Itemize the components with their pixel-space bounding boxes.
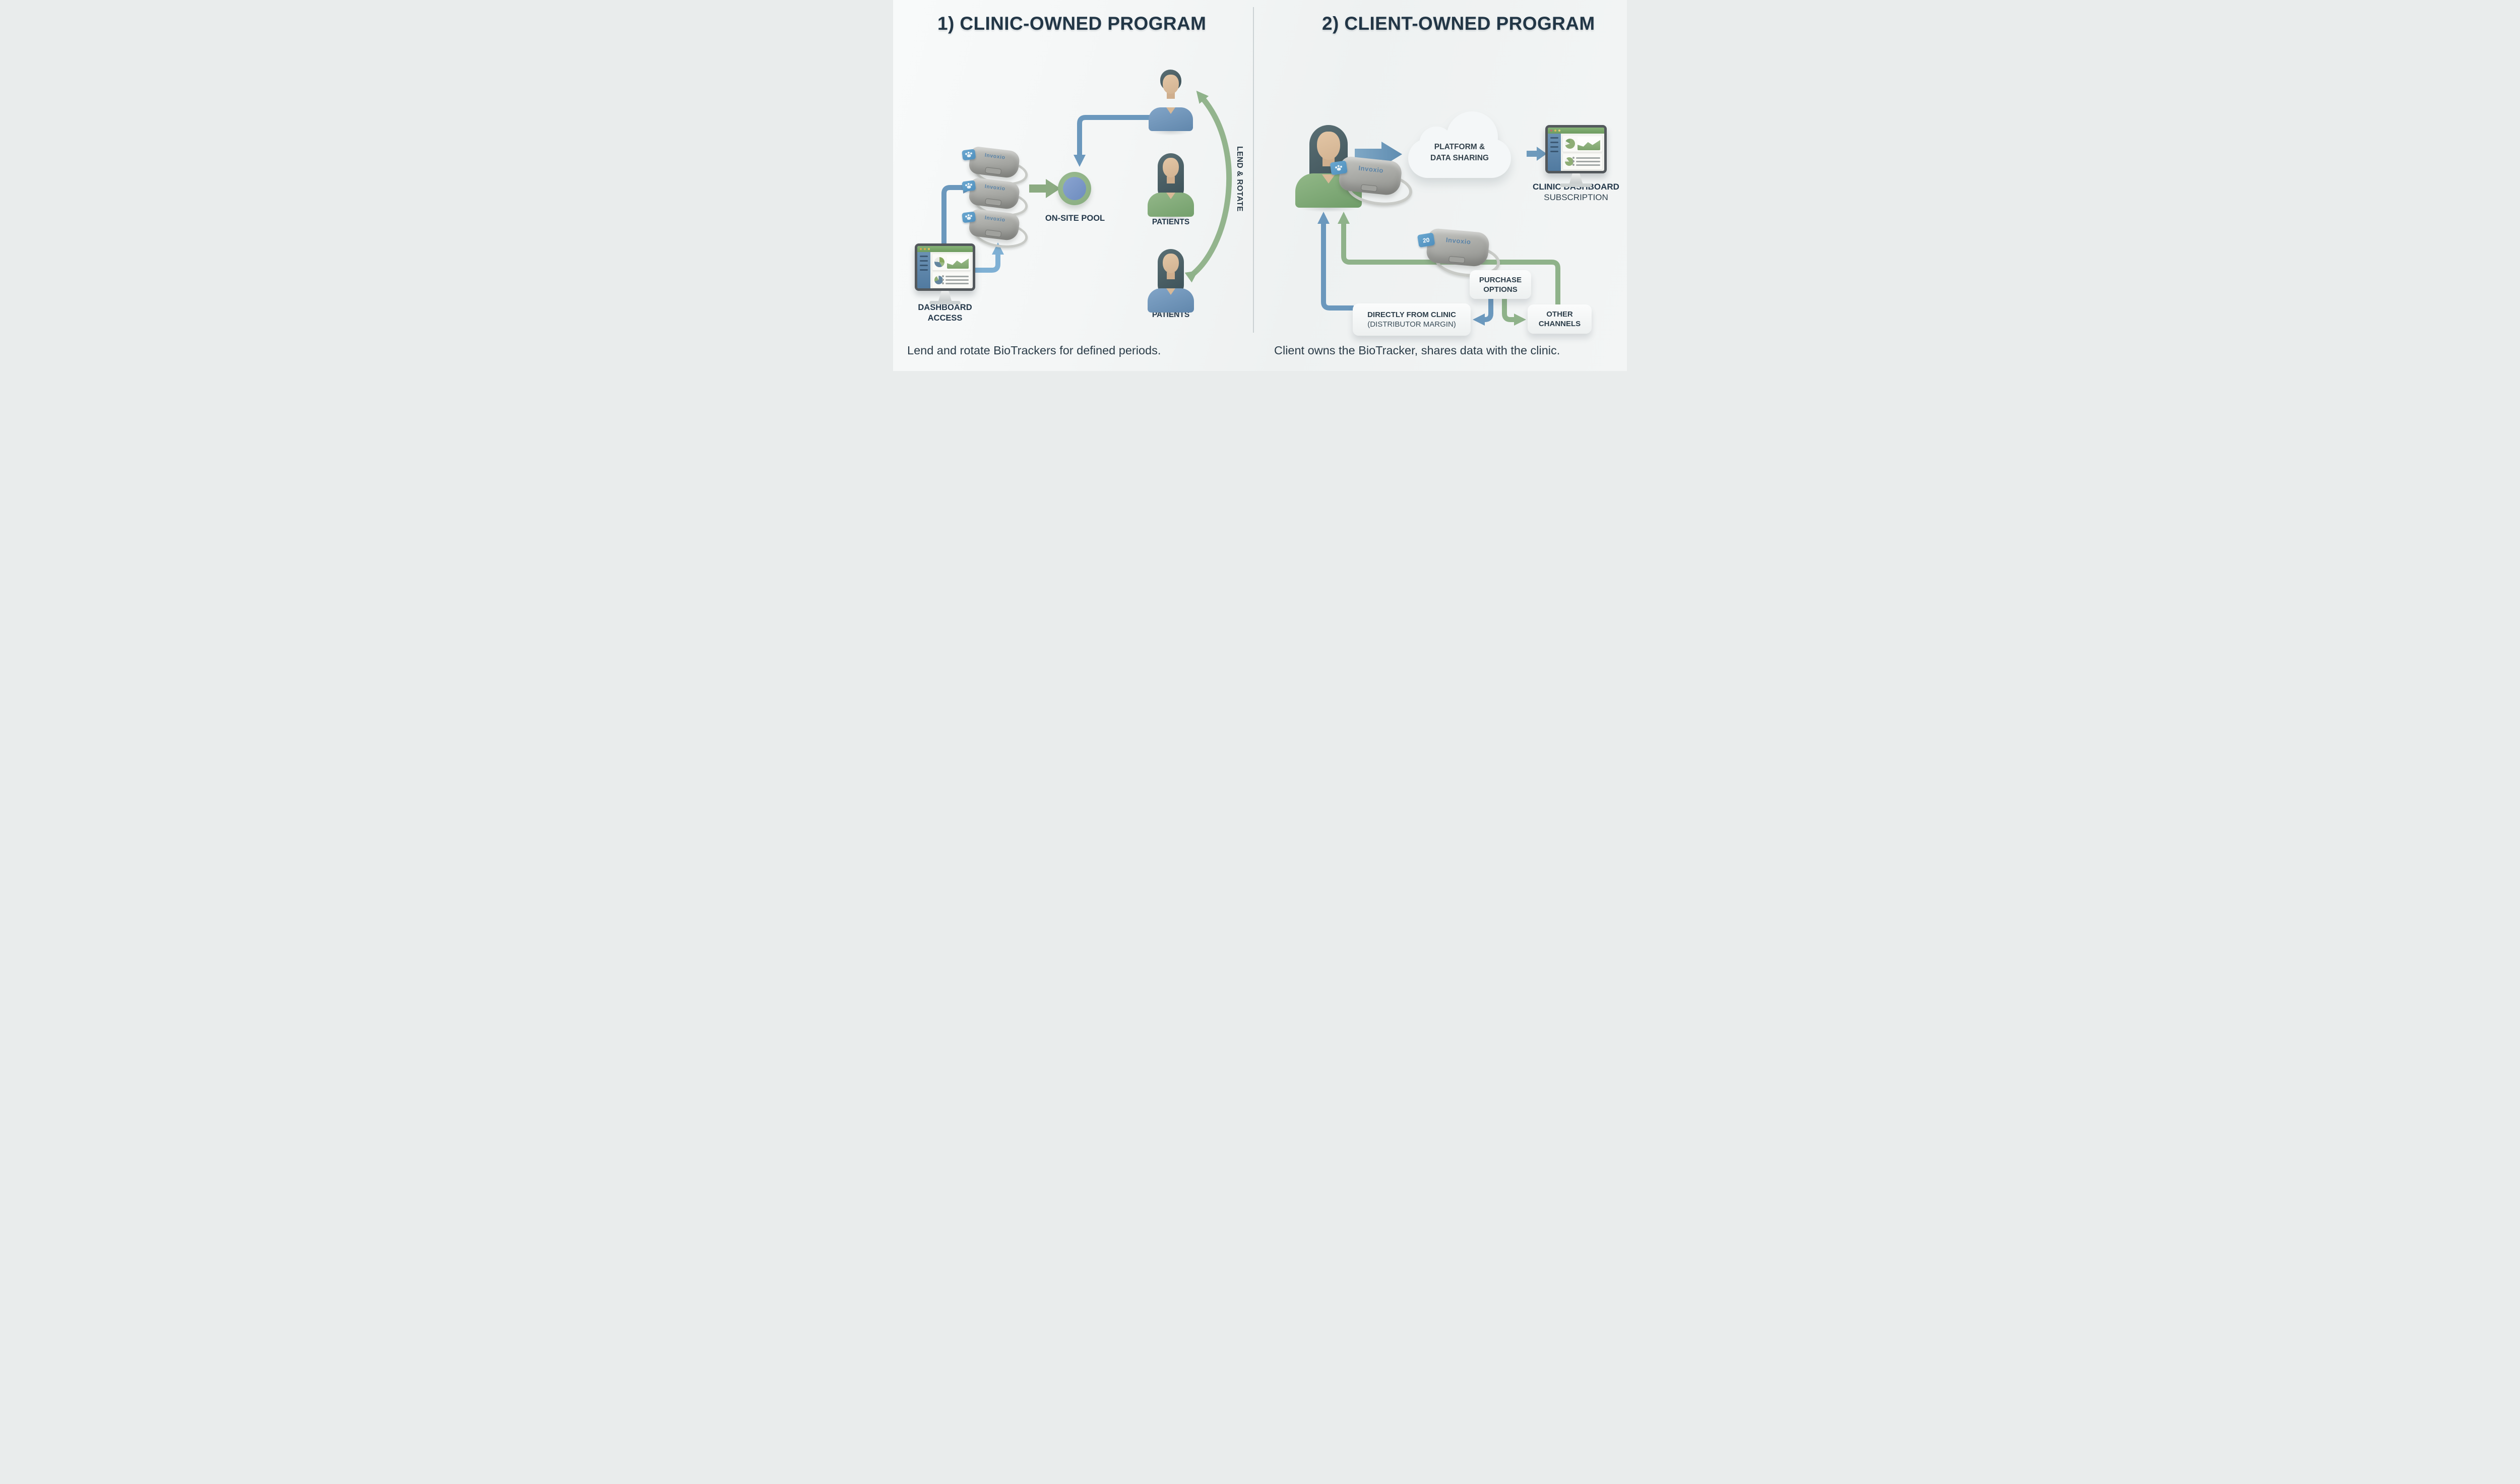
right-panel-title: 2) CLIENT-OWNED PROGRAM <box>1322 13 1595 34</box>
dashboard-content <box>1561 134 1604 171</box>
monitor-bezel <box>915 243 975 291</box>
list-lines-icon <box>1572 155 1600 168</box>
dashboard-screen <box>1548 128 1604 171</box>
patients-label: PATIENTS <box>1152 218 1190 226</box>
arrow-patient-to-pool <box>1074 115 1153 167</box>
device-clip <box>985 229 1002 237</box>
device-brand-label: Invoxio <box>984 214 1006 223</box>
patient-figure <box>1148 153 1194 221</box>
arrow-cloud-to-dashboard <box>1527 147 1547 161</box>
pie-chart-icon <box>1565 139 1575 149</box>
device-clip <box>985 167 1002 175</box>
device-id-tag <box>962 211 976 223</box>
pie-chart-icon <box>1565 157 1573 166</box>
on-site-pool-icon <box>1058 172 1091 205</box>
monitor-base <box>929 301 961 304</box>
device-clip <box>1448 256 1465 264</box>
lend-rotate-label: LEND & ROTATE <box>1235 146 1244 212</box>
biotracker-device: Invoxio <box>1330 155 1414 209</box>
arrow-dashboard-to-devices <box>941 181 975 245</box>
browser-topbar <box>1548 128 1604 134</box>
panel-divider <box>1253 7 1254 333</box>
monitor-base <box>1560 183 1592 187</box>
directly-from-clinic-card: DIRECTLY FROM CLINIC (DISTRIBUTOR MARGIN… <box>1353 303 1471 336</box>
device-brand-label: Invoxio <box>1445 236 1472 246</box>
device-body: Invoxio <box>1425 228 1490 268</box>
platform-cloud: PLATFORM & DATA SHARING <box>1407 111 1512 179</box>
biotracker-device-purchased: Invoxio 20 <box>1417 228 1501 280</box>
left-panel-title: 1) CLINIC-OWNED PROGRAM <box>937 13 1207 34</box>
dashboard-screen <box>917 246 973 288</box>
paw-print-icon <box>965 151 973 158</box>
browser-topbar <box>917 246 973 252</box>
monitor-stand <box>938 291 952 301</box>
device-id-tag <box>962 149 976 161</box>
dashboard-sidebar <box>917 252 930 288</box>
dashboard-sidebar <box>1548 134 1561 171</box>
monitor-bezel <box>1545 125 1607 173</box>
dashboard-access-monitor <box>915 243 975 304</box>
dashboard-content <box>930 252 973 288</box>
device-brand-label: Invoxio <box>984 183 1006 192</box>
device-body: Invoxio <box>1338 155 1403 197</box>
arrow-lend-rotate-arc <box>1184 90 1232 283</box>
pie-chart-icon <box>934 276 943 284</box>
paw-print-icon <box>965 182 973 190</box>
device-id-tag <box>962 180 976 192</box>
left-panel-caption: Lend and rotate BioTrackers for defined … <box>907 344 1161 357</box>
pie-chart-icon <box>934 257 944 267</box>
arrow-purchase-to-channels <box>1502 296 1526 326</box>
list-lines-icon <box>942 274 969 286</box>
pool-center <box>1063 177 1086 200</box>
monitor-stand <box>1569 173 1583 183</box>
paw-print-icon <box>965 214 973 221</box>
patient-figure <box>1148 249 1194 317</box>
infographic-canvas: 1) CLINIC-OWNED PROGRAM 2) CLIENT-OWNED … <box>893 0 1627 371</box>
arrow-dashboard-to-bottom-device <box>973 242 1004 273</box>
arrow-purchase-to-clinic <box>1473 296 1493 326</box>
right-panel-caption: Client owns the BioTracker, shares data … <box>1274 344 1560 357</box>
paw-print-icon <box>1335 164 1343 171</box>
arrow-clinic-to-client <box>1317 212 1354 311</box>
device-clip <box>985 198 1002 206</box>
patients-label: PATIENTS <box>1143 311 1199 320</box>
device-id-tag <box>1330 160 1348 175</box>
device-clip <box>1360 184 1377 192</box>
arrow-devices-to-pool <box>1029 179 1060 198</box>
on-site-pool-label: ON-SITE POOL <box>1045 214 1105 223</box>
area-chart-icon <box>947 256 969 269</box>
purchase-options-card: PURCHASE OPTIONS <box>1470 270 1531 299</box>
patient-figure <box>1149 70 1193 136</box>
area-chart-icon <box>1578 137 1600 150</box>
other-channels-card: OTHER CHANNELS <box>1528 304 1592 334</box>
dashboard-access-label: DASHBOARD ACCESS <box>918 303 972 323</box>
platform-cloud-label: PLATFORM & DATA SHARING <box>1430 143 1489 162</box>
device-brand-label: Invoxio <box>984 152 1006 161</box>
clinic-dashboard-monitor <box>1545 125 1607 187</box>
device-brand-label: Invoxio <box>1358 164 1384 174</box>
device-quantity-tag: 20 <box>1417 232 1435 248</box>
